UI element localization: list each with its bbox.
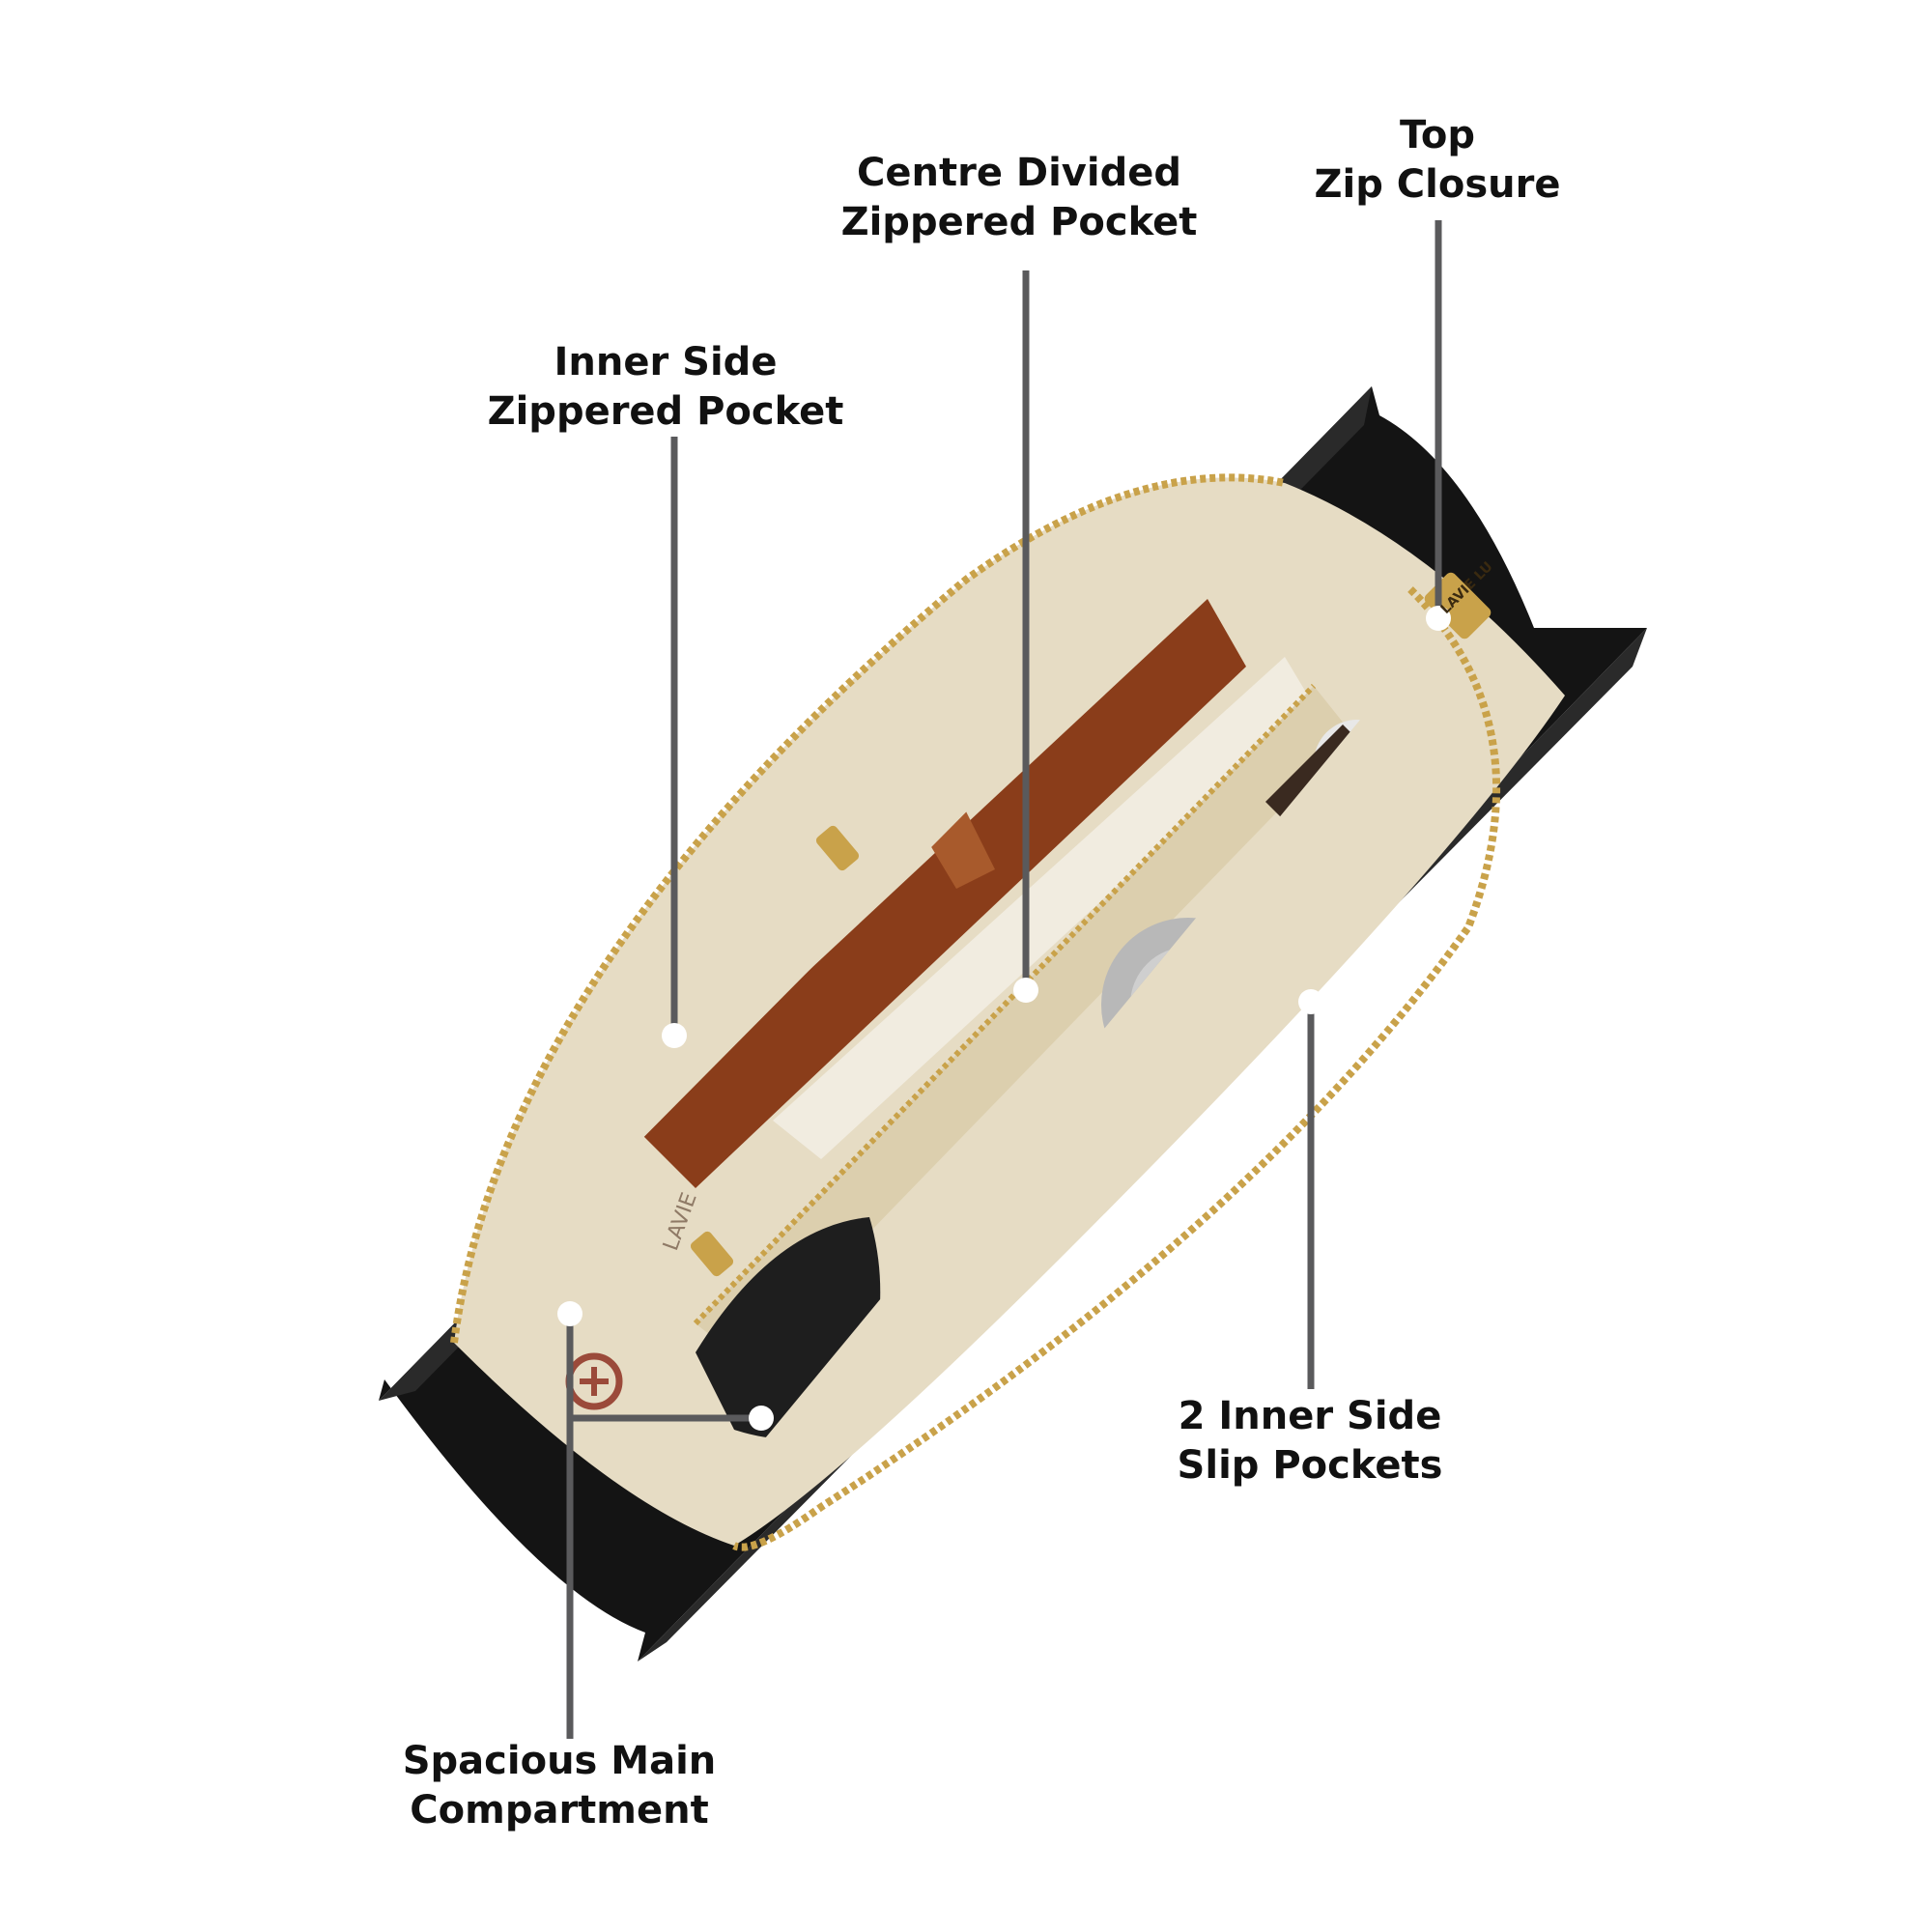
callout-line: Spacious Main bbox=[402, 1739, 717, 1783]
callout-line: Zippered Pocket bbox=[840, 200, 1198, 244]
centre-divider-pocket bbox=[696, 686, 1352, 1362]
zip-puller-centre bbox=[690, 1231, 734, 1277]
callout-line: Top bbox=[1399, 113, 1476, 157]
callout-centre-divided-zippered-pocket: Centre Divided Zippered Pocket bbox=[841, 149, 1198, 247]
callout-line: 2 Inner Side bbox=[1178, 1394, 1442, 1438]
white-notebook bbox=[773, 657, 1314, 1159]
zip-puller-side bbox=[815, 825, 860, 871]
callout-spacious-main-compartment: Spacious Main Compartment bbox=[403, 1737, 717, 1835]
callout-inner-side-slip-pockets: 2 Inner Side Slip Pockets bbox=[1178, 1392, 1443, 1491]
marker-main-compartment-b bbox=[749, 1406, 774, 1431]
callout-line: Zip Closure bbox=[1314, 162, 1561, 207]
callout-line: Zippered Pocket bbox=[487, 389, 844, 434]
top-zipper-right bbox=[732, 586, 1501, 1551]
marker-top-zip-closure bbox=[1426, 606, 1451, 631]
centre-divider-zipper bbox=[693, 683, 1317, 1326]
callout-leader-lines bbox=[566, 220, 1442, 1739]
top-zipper-left bbox=[450, 473, 1286, 1344]
callout-line: Centre Divided bbox=[857, 151, 1181, 195]
marker-centre-pocket bbox=[1013, 978, 1038, 1003]
callout-inner-side-zippered-pocket: Inner Side Zippered Pocket bbox=[488, 338, 844, 437]
callout-line: Inner Side bbox=[554, 340, 778, 384]
callout-marker-dots bbox=[557, 606, 1451, 1431]
leather-notebook bbox=[638, 599, 1246, 1188]
marker-slip-pockets bbox=[1298, 989, 1323, 1014]
marker-main-compartment-a bbox=[557, 1301, 582, 1326]
marker-inner-side-zippered-pocket bbox=[662, 1023, 687, 1048]
brand-logo-cross bbox=[580, 1367, 609, 1396]
callout-line: Slip Pockets bbox=[1177, 1443, 1443, 1488]
callout-top-zip-closure: Top Zip Closure bbox=[1315, 111, 1561, 210]
callout-line: Compartment bbox=[410, 1788, 709, 1833]
